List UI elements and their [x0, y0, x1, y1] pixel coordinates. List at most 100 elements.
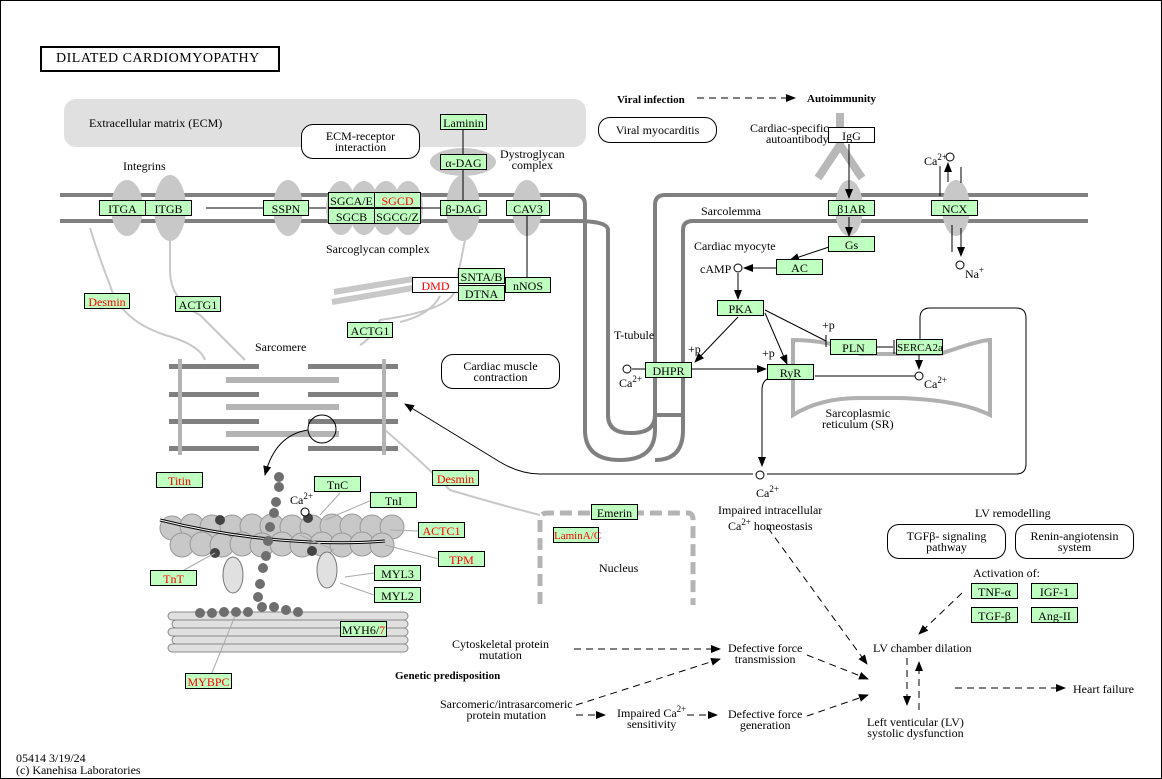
- gene-desmin[interactable]: Desmin: [84, 293, 130, 309]
- ion-circles: [622, 152, 965, 480]
- sarcomeric-line2: protein mutation: [466, 708, 547, 722]
- gene-igf1[interactable]: IGF-1: [1031, 583, 1078, 599]
- gene-alpha-dag[interactable]: α-DAG: [440, 154, 487, 170]
- gene-actg1-2[interactable]: ACTG1: [347, 322, 393, 338]
- gene-nnos[interactable]: nNOS: [505, 277, 551, 293]
- gene-snta[interactable]: SNTA/B: [458, 268, 505, 284]
- dystroglycan-label: Dystroglycan complex: [500, 147, 565, 171]
- def-trans-line2: transmission: [734, 652, 796, 666]
- activation-of-label: Activation of:: [973, 566, 1040, 580]
- sarcolemma-membrane: [60, 193, 1088, 463]
- gene-titin[interactable]: Titin: [156, 472, 203, 488]
- gene-tgf-beta[interactable]: TGF-β: [971, 607, 1018, 623]
- gene-sgcgz[interactable]: SGCG/Z: [374, 208, 421, 224]
- gene-myl3[interactable]: MYL3: [374, 565, 421, 581]
- gene-serca2a[interactable]: SERCA2a: [896, 339, 943, 355]
- ca-text: Ca: [756, 486, 770, 500]
- phospho-dhpr: +p: [688, 342, 701, 356]
- lv-systolic-label: Left venticular (LV) systolic dysfunctio…: [867, 715, 964, 739]
- gene-sgcae[interactable]: SGCA/E: [328, 192, 375, 208]
- ca-text: Ca: [619, 376, 633, 390]
- ecm-region: [64, 99, 586, 147]
- gene-dhpr[interactable]: DHPR: [645, 362, 692, 378]
- lv-systolic-line1: Left venticular (LV): [867, 715, 964, 729]
- gene-tni[interactable]: TnI: [370, 492, 417, 508]
- na-charge: +: [979, 265, 985, 275]
- ca-label-dhpr: Ca2+: [619, 375, 642, 390]
- copyright: (c) Kanehisa Laboratories: [16, 763, 141, 777]
- gene-sspn[interactable]: SSPN: [263, 200, 309, 216]
- map-label-line1: Cardiac muscle: [463, 358, 538, 373]
- nucleus-label: Nucleus: [599, 561, 639, 575]
- gene-mybpc[interactable]: MYBPC: [185, 673, 232, 689]
- gene-tnf-alpha[interactable]: TNF-α: [971, 583, 1018, 599]
- map-viral-myocarditis[interactable]: Viral myocarditis: [598, 117, 717, 143]
- gene-ncx[interactable]: NCX: [931, 200, 978, 216]
- cell-boundary: [767, 307, 1027, 475]
- gene-tpm[interactable]: TPM: [438, 551, 485, 567]
- gene-sgcd[interactable]: SGCD: [374, 192, 421, 208]
- ca-label-sr: Ca2+: [924, 375, 947, 391]
- sarcomeric-mutation-label: Sarcomeric/intrasarcomeric protein mutat…: [440, 697, 573, 722]
- gene-myl2[interactable]: MYL2: [374, 587, 421, 603]
- gene-itgb[interactable]: ITGB: [145, 200, 192, 216]
- gene-beta-dag[interactable]: β-DAG: [440, 200, 487, 216]
- pathway-id-date: 05414 3/19/24: [16, 751, 86, 765]
- lv-dilation-label: LV chamber dilation: [873, 641, 972, 655]
- gene-pln[interactable]: PLN: [830, 339, 877, 355]
- gene-ac[interactable]: AC: [776, 259, 823, 275]
- gene-actg1[interactable]: ACTG1: [175, 296, 221, 312]
- sr-label: Sarcoplasmic reticulum (SR): [822, 407, 894, 430]
- ca-text: Ca: [290, 493, 304, 507]
- viral-infection-label: Viral infection: [617, 94, 685, 106]
- sarcolemma-label: Sarcolemma: [701, 204, 761, 218]
- gene-myh6-7[interactable]: MYH6/7: [340, 621, 387, 637]
- gene-actc1[interactable]: ACTC1: [418, 522, 465, 538]
- gene-cav3[interactable]: CAV3: [506, 200, 550, 216]
- autoantibody-label: Cardiac-specific autoantibody: [750, 122, 829, 146]
- causal-edges: [574, 94, 1066, 719]
- gene-b1ar[interactable]: β1AR: [828, 200, 875, 216]
- map-label-line2: interaction: [334, 139, 387, 154]
- gene-itga[interactable]: ITGA: [99, 200, 146, 216]
- gene-tnc[interactable]: TnC: [314, 476, 361, 492]
- sarcomere-label: Sarcomere: [255, 340, 307, 354]
- gene-pka[interactable]: PKA: [717, 300, 764, 316]
- ca-charge: 2+: [937, 152, 947, 162]
- ca-text: Ca: [728, 519, 742, 533]
- gene-emerin[interactable]: Emerin: [591, 504, 638, 520]
- dystroglycan-label-line1: Dystroglycan: [500, 147, 565, 161]
- defective-transmission-label: Defective force transmission: [728, 642, 802, 666]
- autoantibody-label-line2: autoantibody: [765, 132, 829, 146]
- gene-dtna[interactable]: DTNA: [458, 285, 505, 301]
- cardiac-myocyte-label: Cardiac myocyte: [694, 239, 776, 253]
- gene-myh6-label: MYH6/: [341, 623, 380, 637]
- gene-sgcb[interactable]: SGCB: [328, 208, 375, 224]
- gene-desmin-2[interactable]: Desmin: [432, 470, 479, 486]
- impaired-sens-line2: sensitivity: [626, 717, 677, 731]
- gene-gs[interactable]: Gs: [828, 236, 875, 252]
- gene-ang-ii[interactable]: Ang-II: [1031, 607, 1078, 623]
- def-gen-line1: Defective force: [728, 707, 803, 721]
- filament-links: [89, 227, 541, 516]
- autoimmunity-label: Autoimmunity: [807, 93, 877, 105]
- na-label: Na+: [965, 265, 985, 281]
- sarcomeric-line1: Sarcomeric/intrasarcomeric: [440, 697, 573, 711]
- gene-lamin-ac[interactable]: LaminA/C: [553, 527, 601, 543]
- gene-tnt[interactable]: TnT: [150, 570, 197, 586]
- ttubule-label: T-tubule: [614, 328, 655, 342]
- sarcoglycan-label: Sarcoglycan complex: [326, 242, 430, 256]
- gene-dmd[interactable]: DMD: [412, 277, 459, 293]
- ca-text: Ca: [924, 377, 938, 391]
- ca-charge: 2+: [937, 375, 947, 385]
- gene-ryr[interactable]: RyR: [767, 364, 814, 380]
- gene-laminin[interactable]: Laminin: [440, 114, 487, 130]
- map-label-line2: contraction: [473, 369, 528, 384]
- gene-igg[interactable]: IgG: [828, 127, 875, 143]
- camp-label: cAMP: [700, 262, 732, 276]
- impaired-sens-text: Impaired Ca: [617, 706, 677, 720]
